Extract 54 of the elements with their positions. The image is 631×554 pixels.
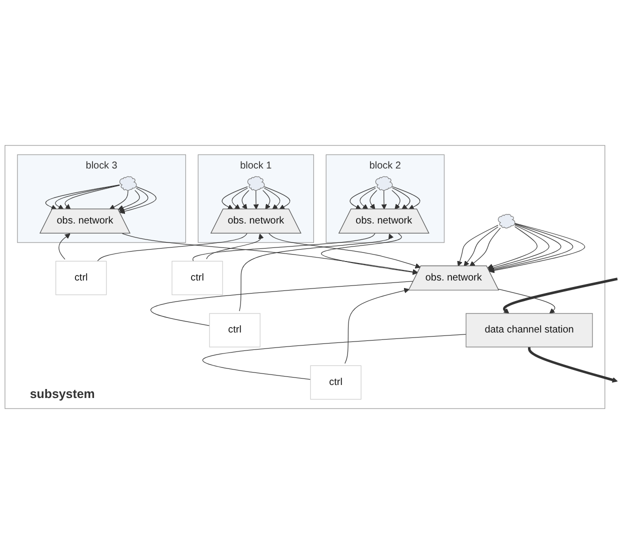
arrow: [118, 188, 148, 212]
arrow: [242, 190, 250, 210]
arrow: [120, 186, 156, 214]
arrow: [392, 187, 410, 210]
connector-line: [97, 233, 248, 262]
arrow: [470, 228, 501, 266]
arrow: [253, 190, 259, 210]
arrow: [350, 186, 376, 210]
station-box: data channel station: [466, 313, 593, 348]
arrow: [392, 190, 400, 210]
arrow: [64, 185, 120, 210]
control-box: ctrl: [209, 313, 260, 348]
cloud-shape: [247, 176, 265, 191]
arrow: [392, 186, 420, 210]
arrow: [360, 188, 376, 210]
connector-line: [202, 334, 466, 380]
arrow: [58, 233, 70, 260]
arrow: [344, 288, 410, 364]
cloud-shape: [375, 176, 393, 191]
arrow: [528, 347, 618, 383]
arrow: [264, 186, 290, 210]
arrow: [118, 190, 140, 210]
arrow: [487, 226, 538, 270]
arrow: [239, 234, 394, 312]
arrow: [268, 233, 421, 268]
arrow: [503, 278, 618, 314]
arrow: [498, 288, 556, 314]
multiplexer-trapezoid: obs. network: [408, 266, 500, 290]
arrow: [381, 190, 387, 210]
arrow: [109, 190, 128, 210]
arrow: [222, 186, 248, 210]
arrow: [262, 190, 271, 210]
connector-line: [150, 280, 414, 326]
connector-line: [192, 233, 376, 262]
arrow: [489, 222, 586, 274]
control-box: ctrl: [310, 365, 362, 400]
arrow: [488, 223, 574, 272]
arrow: [488, 224, 562, 272]
arrow: [488, 224, 550, 270]
arrow: [232, 188, 248, 210]
multiplexer-trapezoid: obs. network: [338, 208, 430, 234]
arrow: [457, 224, 498, 266]
arrow: [321, 233, 418, 275]
multiplexer-trapezoid: obs. network: [210, 208, 302, 234]
arrow: [206, 234, 264, 260]
arrow: [464, 226, 498, 266]
multiplexer-trapezoid: obs. network: [39, 208, 130, 234]
control-box: ctrl: [172, 260, 223, 296]
cloud-shape: [119, 176, 137, 191]
arrow: [122, 233, 418, 275]
arrow: [370, 190, 378, 210]
arrow: [264, 188, 280, 210]
control-box: ctrl: [55, 260, 107, 296]
cloud-shape: [498, 214, 516, 228]
